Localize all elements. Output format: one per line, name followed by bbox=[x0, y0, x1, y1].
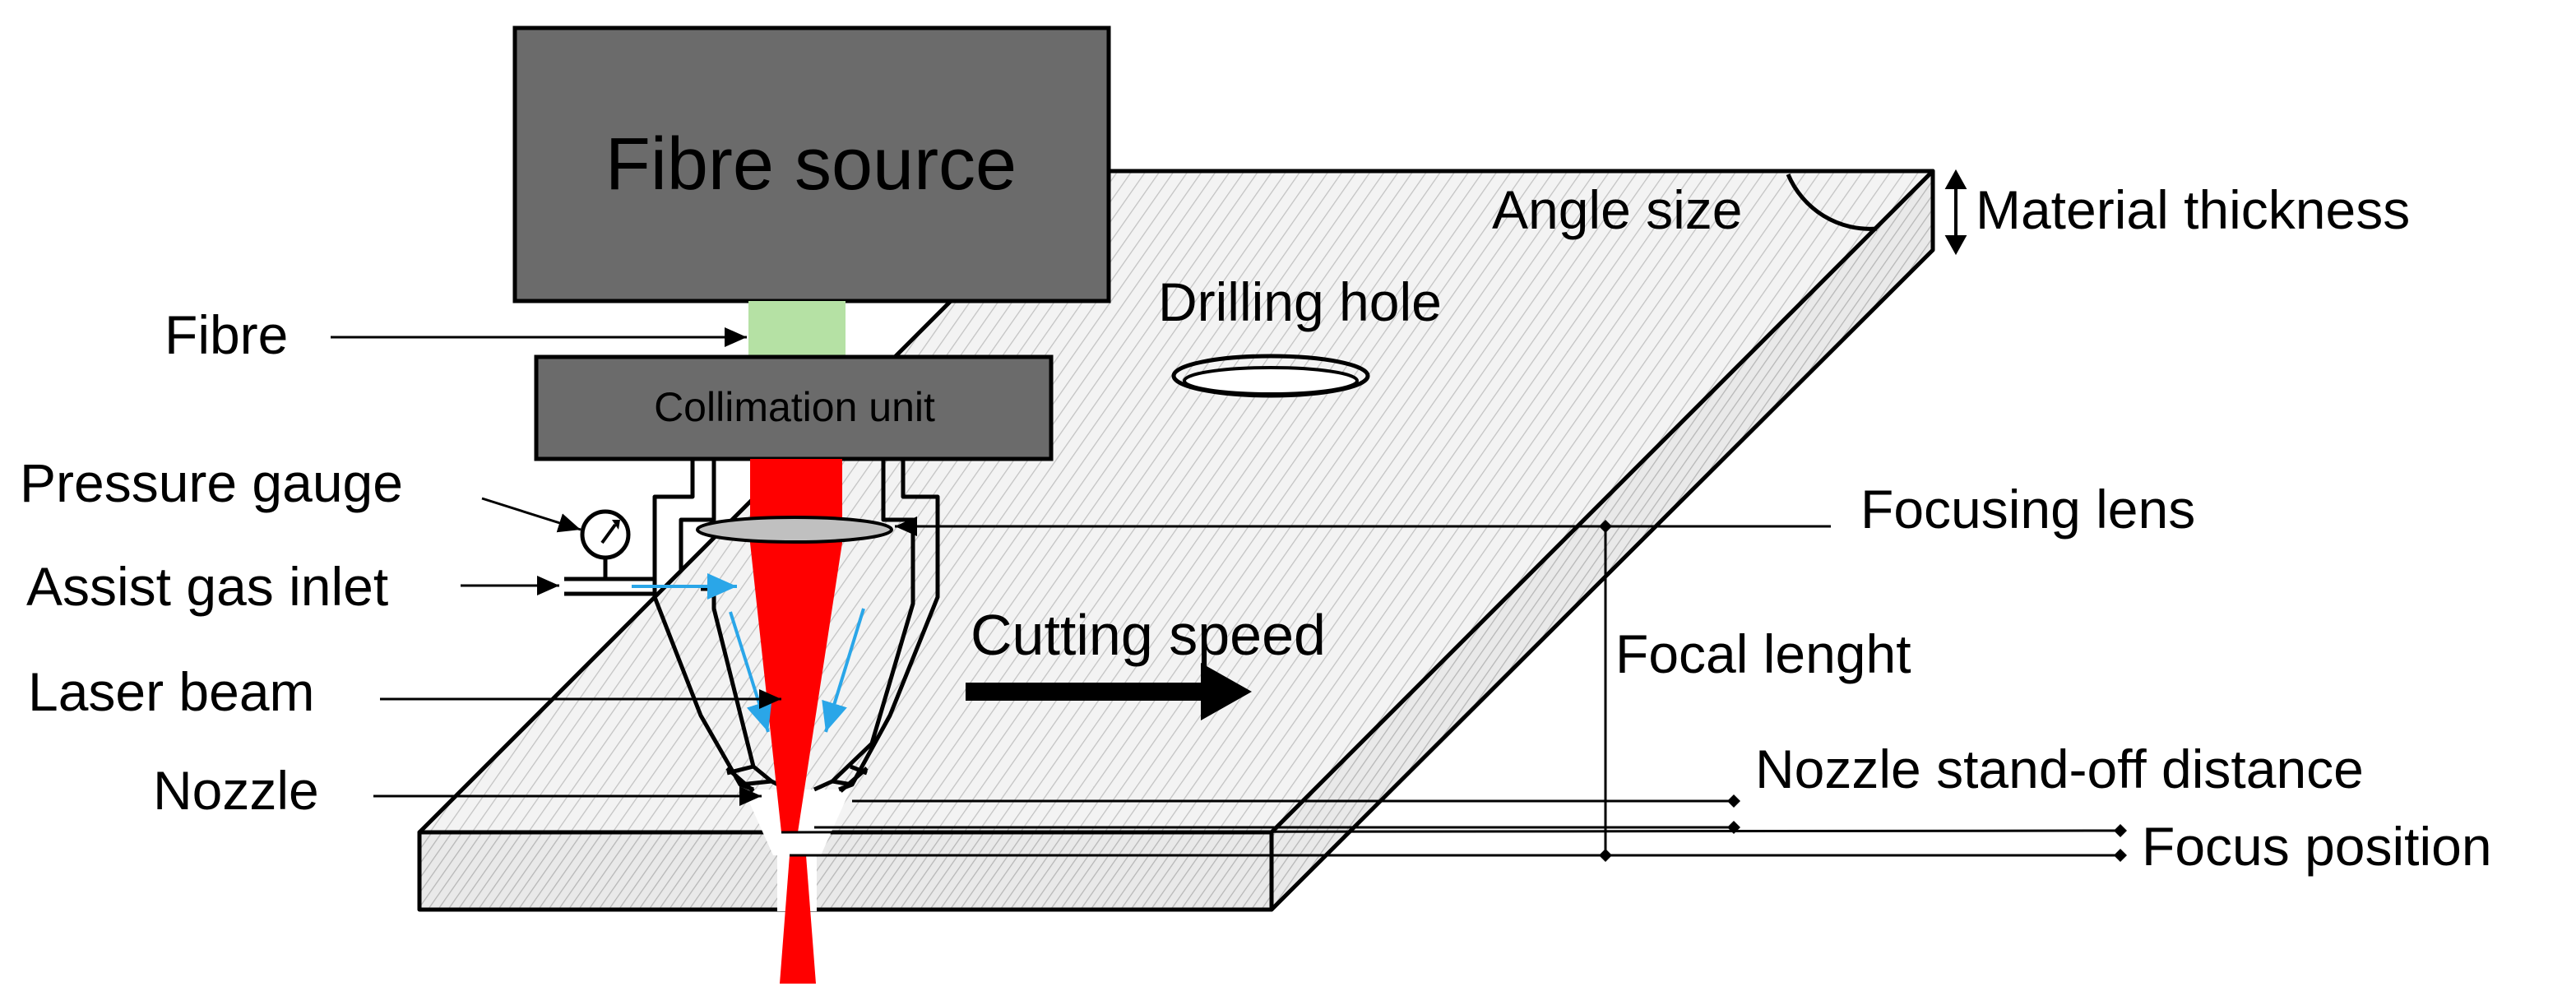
pressure-gauge-symbol bbox=[580, 509, 631, 579]
drilling-hole-mark bbox=[1171, 354, 1370, 398]
fibre-cable bbox=[748, 301, 846, 355]
cutting-speed-arrow bbox=[966, 663, 1252, 720]
pressure-gauge-label: Pressure gauge bbox=[20, 452, 403, 513]
material-thickness-label: Material thickness bbox=[1976, 179, 2410, 240]
laser-beam-below bbox=[780, 855, 816, 984]
laser-beam-label: Laser beam bbox=[28, 661, 315, 722]
fibre-source-box bbox=[512, 25, 1111, 303]
fibre-source-label: Fibre source bbox=[605, 123, 1017, 206]
material-thickness-arrow bbox=[1944, 169, 1967, 256]
drilling-hole-label: Drilling hole bbox=[1158, 271, 1442, 332]
angle-size-arc bbox=[1786, 174, 1878, 231]
focusing-lens bbox=[696, 516, 893, 544]
focus-position-label: Focus position bbox=[2142, 816, 2492, 877]
focal-lenght-label: Focal lenght bbox=[1615, 623, 1911, 684]
collimation-unit-label: Collimation unit bbox=[654, 384, 935, 430]
laser-beam bbox=[750, 459, 842, 832]
plate-side-face bbox=[1269, 169, 1935, 912]
gas-flow-arrows bbox=[632, 573, 865, 733]
assist-gas-pipe bbox=[564, 577, 655, 596]
nozzle-stand-off-distance-label: Nozzle stand-off distance bbox=[1755, 739, 2364, 799]
focusing-lens-label: Focusing lens bbox=[1860, 479, 2195, 540]
dimension-ticks bbox=[1599, 520, 2127, 862]
collimation-unit-box bbox=[534, 354, 1054, 461]
nozzle-label: Nozzle bbox=[153, 760, 319, 821]
leader-lines bbox=[331, 327, 2124, 857]
fibre-label: Fibre bbox=[164, 304, 288, 365]
cutting-speed-label: Cutting speed bbox=[971, 603, 1326, 667]
angle-size-label: Angle size bbox=[1492, 179, 1743, 240]
assist-gas-inlet-label: Assist gas inlet bbox=[26, 556, 388, 617]
plate-front-face bbox=[417, 830, 1274, 912]
